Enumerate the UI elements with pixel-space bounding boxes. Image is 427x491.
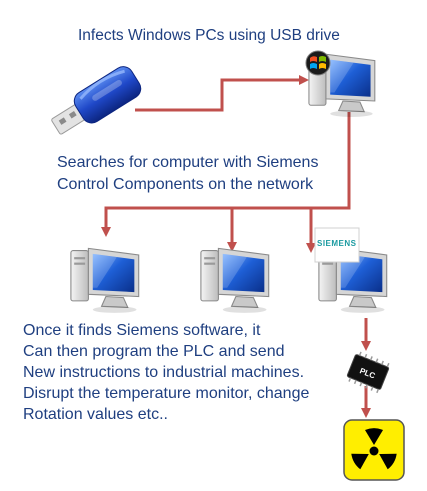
plc-chip-icon: PLC [346, 351, 390, 394]
description-line-4: Disrupt the temperature monitor, change [23, 385, 310, 402]
search-caption-line-2: Control Components on the network [57, 176, 314, 193]
description-line-5: Rotation values etc.. [23, 406, 168, 423]
computer-icon [70, 247, 140, 314]
description-line-1: Once it finds Siemens software, it [23, 322, 261, 339]
description-line-2: Can then program the PLC and send [23, 343, 285, 360]
search-caption-line-1: Searches for computer with Siemens [57, 154, 319, 171]
computer-icon [200, 247, 270, 314]
windows-computer-icon [305, 50, 376, 118]
radiation-hazard-icon [343, 419, 405, 481]
diagram-title: Infects Windows PCs using USB drive [78, 27, 340, 44]
arrow-usb-to-pc [135, 75, 309, 112]
siemens-logo-icon: SIEMENS [314, 227, 360, 263]
arrow-network-drop [101, 112, 351, 237]
search-caption: Searches for computer with Siemens Contr… [57, 152, 318, 196]
usb-drive-icon [51, 66, 142, 135]
windows-logo-icon [305, 50, 331, 76]
description-line-3: New instructions to industrial machines. [23, 364, 305, 381]
siemens-logo-text: SIEMENS [317, 239, 357, 248]
payload-description: Once it finds Siemens software, it Can t… [23, 320, 309, 425]
